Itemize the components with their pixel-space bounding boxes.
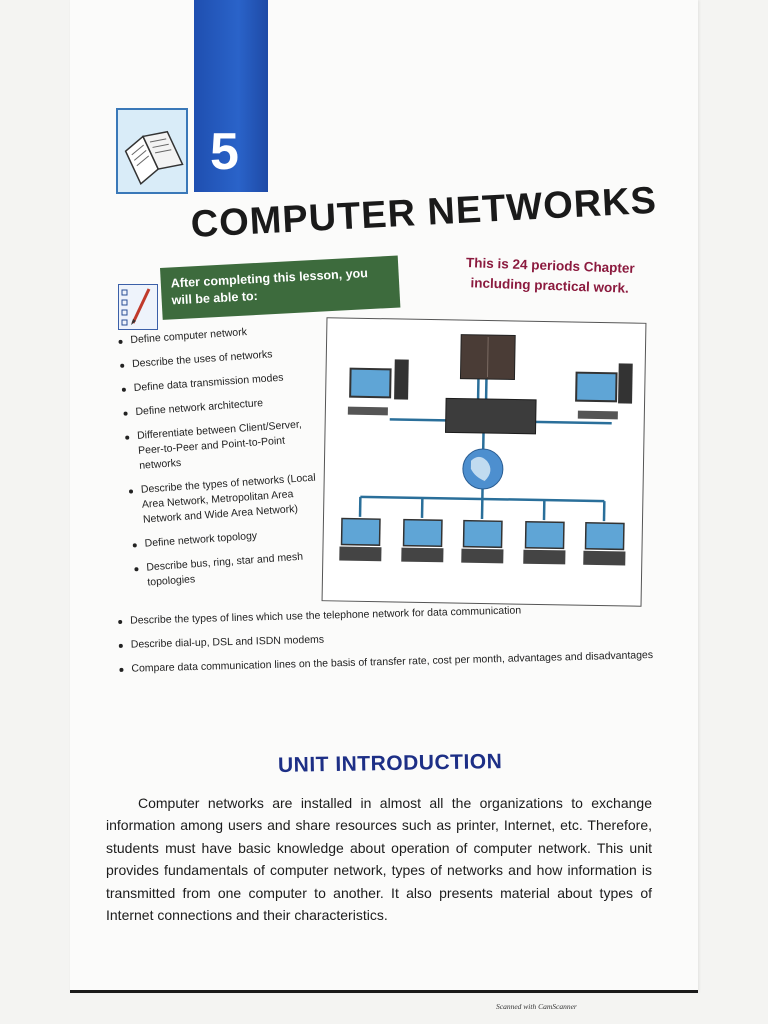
- list-item: Describe the uses of networks: [120, 344, 321, 373]
- list-item: Describe the types of networks (Local Ar…: [128, 470, 331, 529]
- list-item: Define network architecture: [123, 392, 324, 421]
- scanner-stamp: Scanned with CamScanner: [496, 1002, 577, 1011]
- page-bottom-rule: [70, 990, 698, 993]
- network-illustration: [321, 317, 647, 607]
- list-item: Define network topology: [132, 524, 333, 553]
- chapter-band: [194, 0, 268, 192]
- list-item: Describe bus, ring, star and mesh topolo…: [134, 547, 336, 591]
- periods-note: This is 24 periods Chapter including pra…: [463, 253, 636, 299]
- pencil-checklist-icon: [118, 284, 158, 330]
- objectives-list-continued: Describe the types of lines which use th…: [118, 600, 656, 686]
- objectives-list: Define computer network Describe the use…: [118, 320, 336, 600]
- unit-introduction-heading: UNIT INTRODUCTION: [277, 750, 503, 777]
- list-item: Define data transmission modes: [121, 368, 322, 397]
- open-book-icon: [116, 108, 188, 194]
- intro-paragraph: Computer networks are installed in almos…: [106, 795, 652, 924]
- chapter-number: 5: [210, 123, 240, 181]
- list-item: Describe dial-up, DSL and ISDN modems: [119, 624, 655, 653]
- list-item: Compare data communication lines on the …: [119, 648, 655, 677]
- list-item: Differentiate between Client/Server, Pee…: [125, 416, 328, 475]
